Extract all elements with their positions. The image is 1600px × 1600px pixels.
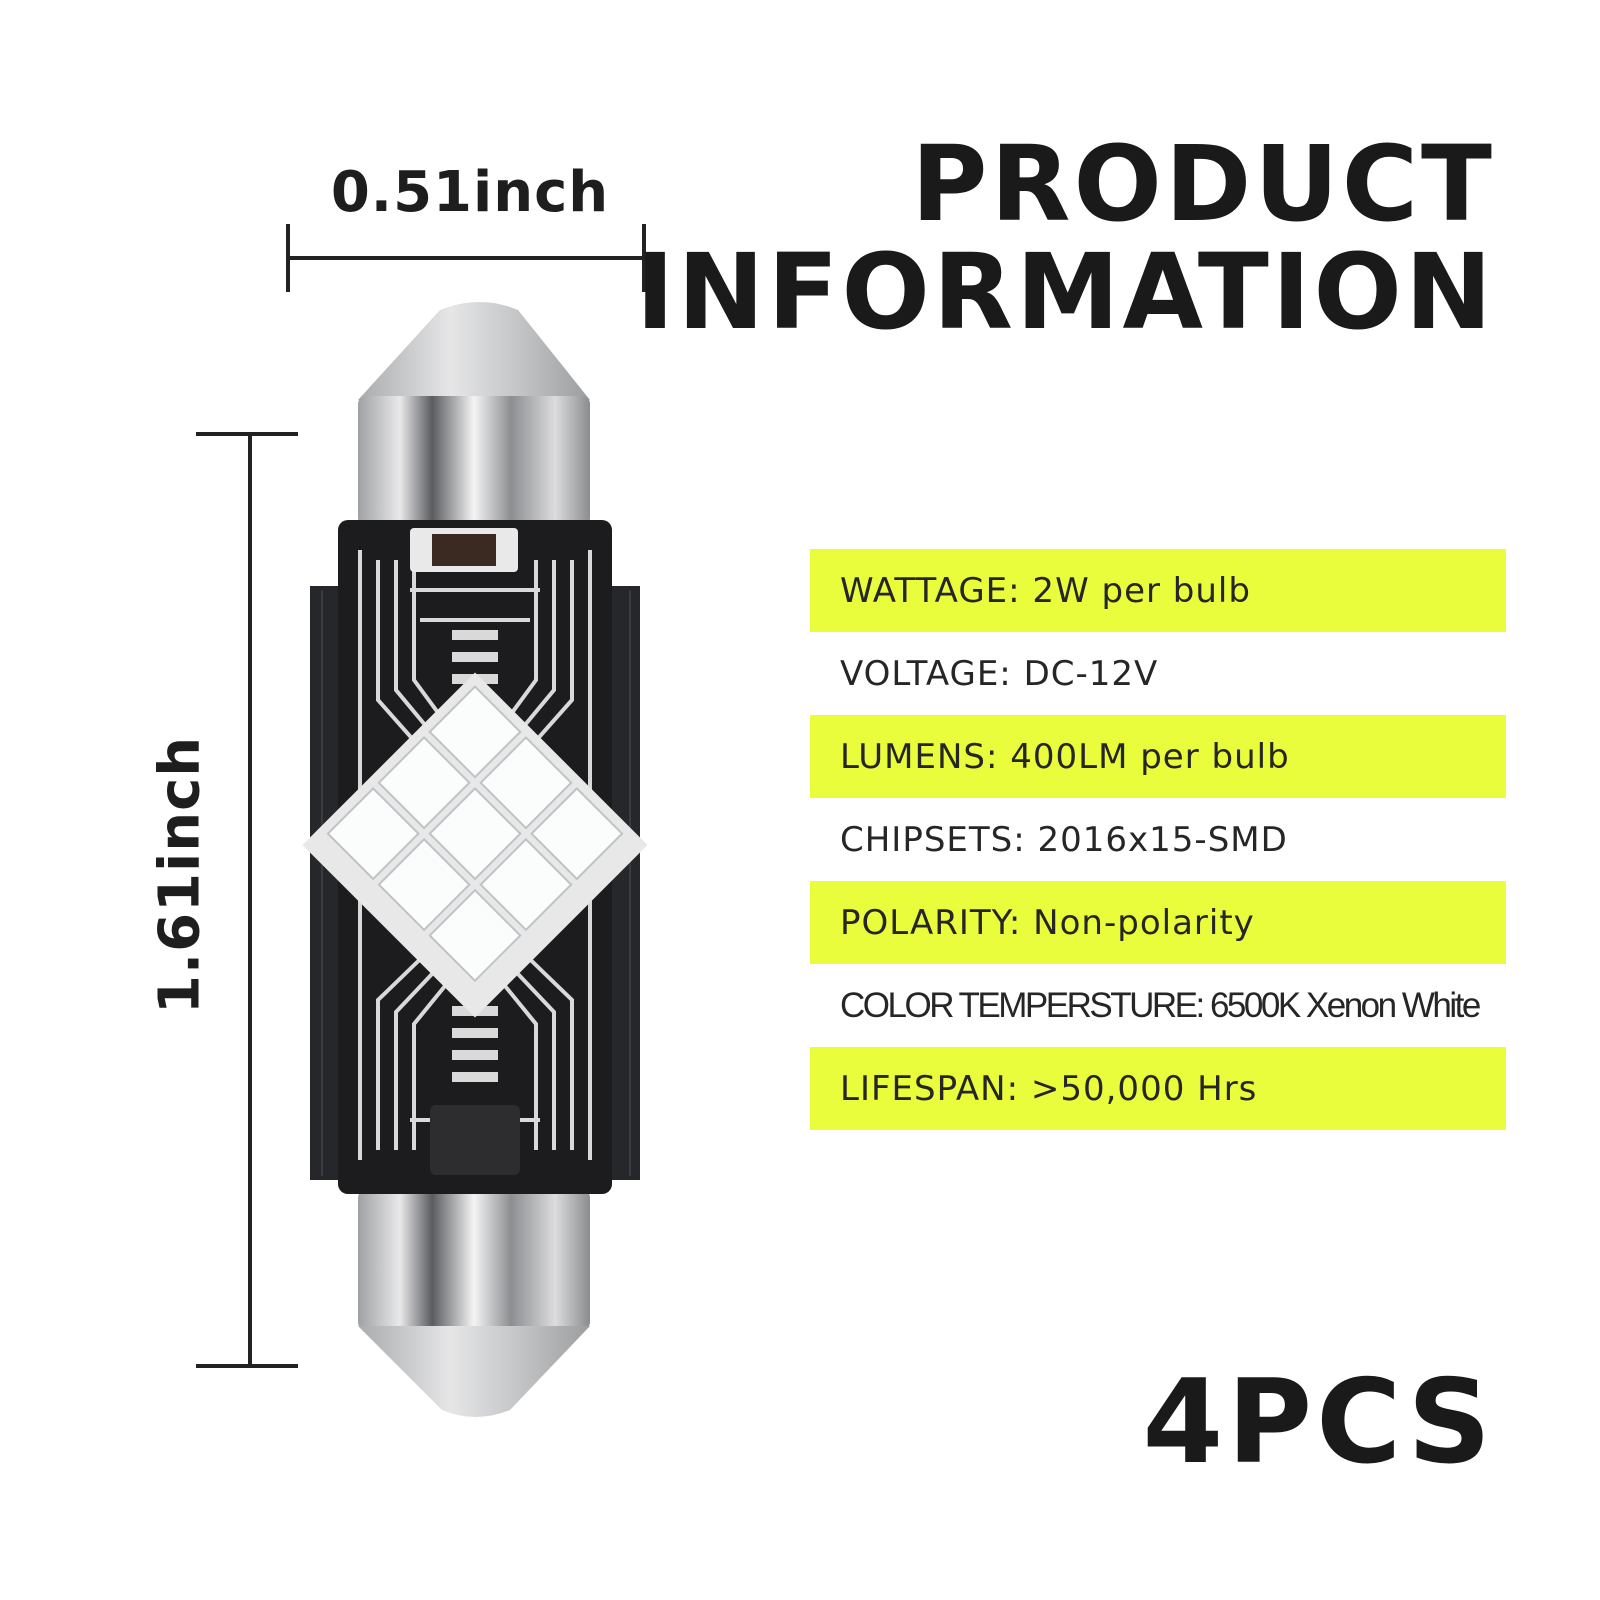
title-line-2: INFORMATION	[635, 231, 1495, 353]
title-line-1: PRODUCT	[911, 123, 1495, 245]
spec-list: WATTAGE: 2W per bulb VOLTAGE: DC-12V LUM…	[810, 549, 1506, 1130]
quantity-label: 4PCS	[1142, 1355, 1495, 1490]
spec-chipsets: CHIPSETS: 2016x15-SMD	[840, 819, 1288, 860]
spec-voltage: VOLTAGE: DC-12V	[840, 653, 1159, 694]
spec-polarity: POLARITY: Non-polarity	[810, 881, 1506, 964]
spec-color-temperature: COLOR TEMPERSTURE: 6500K Xenon White	[840, 985, 1481, 1025]
width-dimension-label: 0.51inch	[330, 160, 610, 225]
height-dimension-text: 1.61inch	[147, 735, 213, 1015]
spec-wattage: WATTAGE: 2W per bulb	[810, 549, 1506, 632]
product-information-title: PRODUCT INFORMATION	[636, 130, 1495, 346]
spec-lumens: LUMENS: 400LM per bulb	[810, 715, 1506, 798]
festoon-led-bulb-icon	[302, 302, 648, 1417]
spec-lifespan: LIFESPAN: >50,000 Hrs	[810, 1047, 1506, 1130]
